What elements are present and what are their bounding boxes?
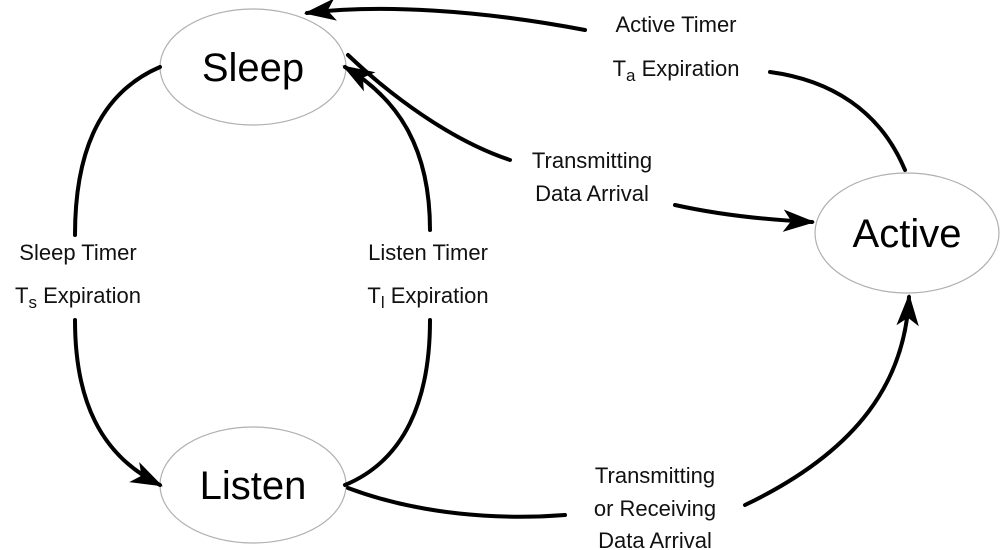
label-data-arrival-1: Data Arrival	[535, 181, 649, 206]
edge-listen-to-sleep-a	[343, 318, 432, 487]
edge-listen-to-active-b	[743, 293, 919, 507]
edge-listen-to-active-a	[346, 486, 567, 519]
state-active: Active	[814, 172, 1000, 294]
label-sleep-to-active: Transmitting Data Arrival	[532, 148, 652, 206]
edge-active-to-sleep-a	[768, 70, 907, 172]
label-transmitting-2: Transmitting	[595, 463, 715, 488]
label-tl-sub: l	[381, 293, 385, 312]
edge-sleep-to-active-a	[346, 53, 512, 162]
edge-active-to-sleep-b	[303, 0, 587, 32]
label-ta-sub: a	[626, 66, 636, 85]
edge-sleep-to-listen-b	[73, 318, 163, 487]
label-ta-main: T	[613, 56, 626, 81]
label-sleep-timer: Sleep Timer	[19, 240, 136, 265]
label-tl-main: T	[367, 283, 380, 308]
state-listen-label: Listen	[200, 464, 307, 508]
label-data-arrival-2: Data Arrival	[598, 528, 712, 550]
label-tl-expiration: Tl Expiration	[367, 283, 488, 312]
label-ts-sub: s	[29, 293, 38, 312]
edge-sleep-to-active-b	[673, 203, 816, 232]
label-sleep-to-listen: Sleep Timer Ts Expiration	[15, 240, 141, 312]
label-ta-rest: Expiration	[635, 56, 739, 81]
label-active-to-sleep: Active Timer Ta Expiration	[613, 12, 740, 85]
label-ta-expiration: Ta Expiration	[613, 56, 740, 85]
edge-sleep-to-listen-a	[73, 65, 162, 237]
label-tl-rest: Expiration	[385, 283, 489, 308]
label-ts-expiration: Ts Expiration	[15, 283, 141, 312]
label-ts-main: T	[15, 283, 28, 308]
state-active-ellipse	[814, 172, 1000, 294]
label-or-receiving: or Receiving	[594, 496, 716, 521]
state-sleep: Sleep	[159, 8, 347, 126]
edge-listen-to-sleep-b	[342, 65, 432, 232]
state-listen: Listen	[159, 426, 347, 544]
label-ts-rest: Expiration	[37, 283, 141, 308]
label-active-timer: Active Timer	[615, 12, 736, 37]
label-listen-to-sleep: Listen Timer Tl Expiration	[367, 240, 488, 312]
label-listen-to-active: Transmitting or Receiving Data Arrival	[594, 463, 716, 550]
state-active-label: Active	[853, 212, 962, 256]
state-sleep-label: Sleep	[202, 46, 304, 90]
label-transmitting-1: Transmitting	[532, 148, 652, 173]
label-listen-timer: Listen Timer	[368, 240, 488, 265]
